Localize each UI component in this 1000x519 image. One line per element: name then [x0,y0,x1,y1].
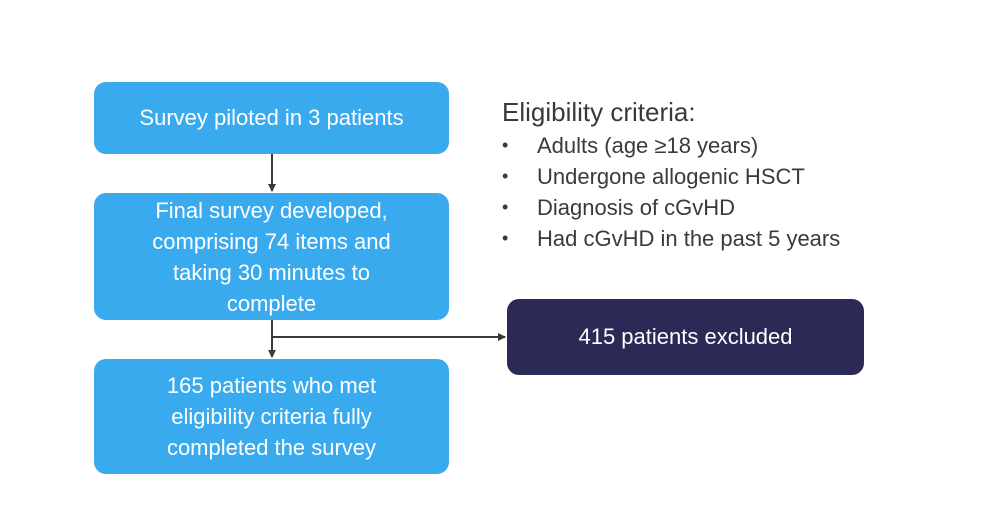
box-survey-piloted: Survey piloted in 3 patients [94,82,449,154]
box-patients-completed: 165 patients who met eligibility criteri… [94,359,449,474]
criteria-item: • Undergone allogenic HSCT [502,161,982,192]
box-final-survey: Final survey developed, comprising 74 it… [94,193,449,320]
box-patients-completed-label: 165 patients who met eligibility criteri… [166,373,377,460]
eligibility-criteria: Eligibility criteria: • Adults (age ≥18 y… [502,96,982,254]
box-patients-excluded-label: 415 patients excluded [578,324,793,349]
box-survey-piloted-label: Survey piloted in 3 patients [139,105,404,130]
criteria-item-label: Undergone allogenic HSCT [537,164,805,189]
box-patients-excluded: 415 patients excluded [507,299,864,375]
criteria-item-label: Had cGvHD in the past 5 years [537,226,841,251]
eligibility-criteria-list: • Adults (age ≥18 years) • Undergone allog… [502,130,982,254]
eligibility-criteria-heading: Eligibility criteria: [502,97,696,127]
bullet-icon: • [502,228,509,248]
bullet-icon: • [502,197,509,217]
criteria-item: • Diagnosis of cGvHD [502,192,982,223]
bullet-icon: • [502,166,509,186]
criteria-item: • Adults (age ≥18 years) [502,130,982,161]
criteria-item-label: Diagnosis of cGvHD [537,195,736,220]
criteria-item-label: Adults (age ≥18 years) [537,133,759,158]
bullet-icon: • [502,135,509,155]
criteria-item: • Had cGvHD in the past 5 years [502,223,982,254]
box-final-survey-label: Final survey developed, comprising 74 it… [152,197,391,316]
